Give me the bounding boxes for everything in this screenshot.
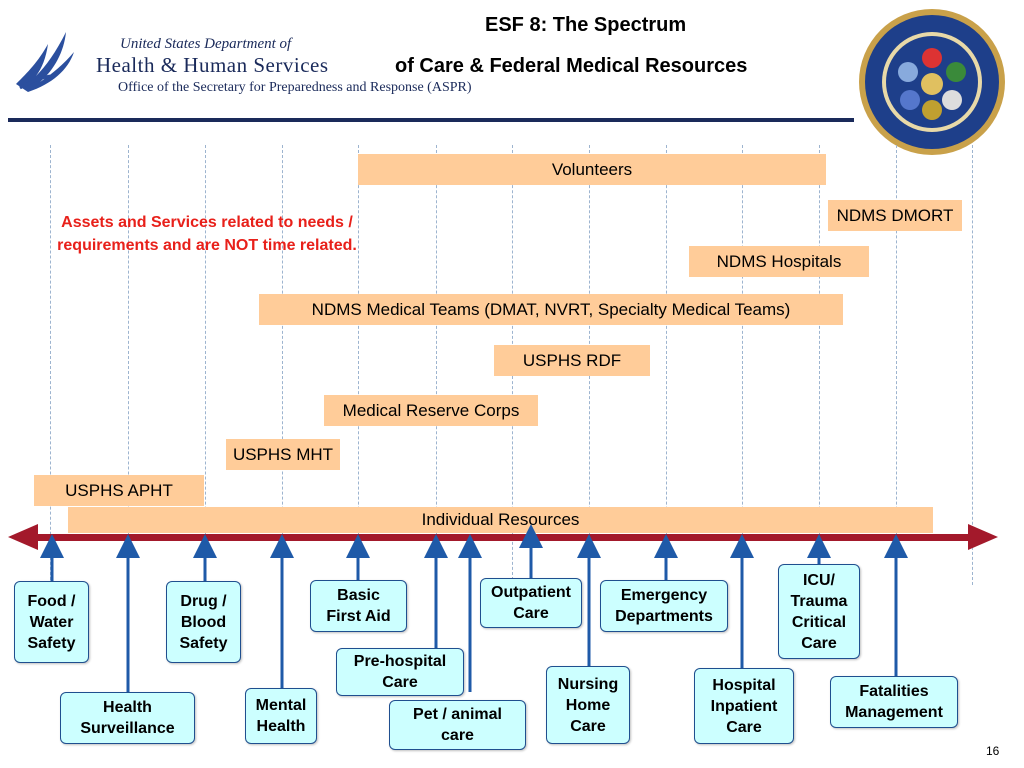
guide-line xyxy=(666,145,667,585)
care-drug-blood-safety: Drug / Blood Safety xyxy=(166,581,241,663)
spectrum-bar xyxy=(34,534,982,541)
note-text: Assets and Services related to needs / r… xyxy=(57,214,357,254)
care-outpatient: Outpatient Care xyxy=(480,578,582,628)
resource-usphs-rdf: USPHS RDF xyxy=(494,345,650,376)
resource-individual: Individual Resources xyxy=(68,507,933,533)
title-line1: ESF 8: The Spectrum xyxy=(485,14,687,36)
resource-volunteers: Volunteers xyxy=(358,154,826,185)
resource-usphs-apht: USPHS APHT xyxy=(34,475,204,506)
guide-line xyxy=(50,145,51,585)
guide-line xyxy=(896,145,897,585)
hhs-eagle-logo xyxy=(16,32,74,92)
care-icu-trauma: ICU/ Trauma Critical Care xyxy=(778,564,860,659)
care-pet-animal: Pet / animal care xyxy=(389,700,526,750)
resource-usphs-mht: USPHS MHT xyxy=(226,439,340,470)
spectrum-left-arrowhead xyxy=(8,524,38,550)
care-pre-hospital: Pre-hospital Care xyxy=(336,648,464,696)
guide-line xyxy=(358,145,359,585)
care-food-water-safety: Food / Water Safety xyxy=(14,581,89,663)
dept-line2: Health & Human Services xyxy=(96,53,329,77)
spectrum-right-arrowhead xyxy=(968,524,998,550)
aspr-seal xyxy=(859,9,1005,155)
resource-ndms-dmort: NDMS DMORT xyxy=(828,200,962,231)
care-health-surveillance: Health Surveillance xyxy=(60,692,195,744)
page-number: 16 xyxy=(986,744,1000,758)
guide-line xyxy=(436,145,437,585)
guide-line xyxy=(972,145,973,585)
care-mental-health: Mental Health xyxy=(245,688,317,744)
care-fatalities-management: Fatalities Management xyxy=(830,676,958,728)
header-rule xyxy=(8,118,854,122)
care-nursing-home: Nursing Home Care xyxy=(546,666,630,744)
guide-line xyxy=(819,145,820,585)
care-basic-first-aid: Basic First Aid xyxy=(310,580,407,632)
resource-medical-reserve-corps: Medical Reserve Corps xyxy=(324,395,538,426)
dept-line1: United States Department of xyxy=(120,36,292,52)
title-line2: of Care & Federal Medical Resources xyxy=(395,55,748,77)
care-emergency-departments: Emergency Departments xyxy=(600,580,728,632)
care-hospital-inpatient: Hospital Inpatient Care xyxy=(694,668,794,744)
guide-line xyxy=(742,145,743,585)
guide-line xyxy=(205,145,206,585)
guide-line xyxy=(282,145,283,585)
guide-line xyxy=(128,145,129,585)
resource-ndms-medical-teams: NDMS Medical Teams (DMAT, NVRT, Specialt… xyxy=(259,294,843,325)
resource-ndms-hospitals: NDMS Hospitals xyxy=(689,246,869,277)
dept-line3: Office of the Secretary for Preparedness… xyxy=(118,80,472,95)
